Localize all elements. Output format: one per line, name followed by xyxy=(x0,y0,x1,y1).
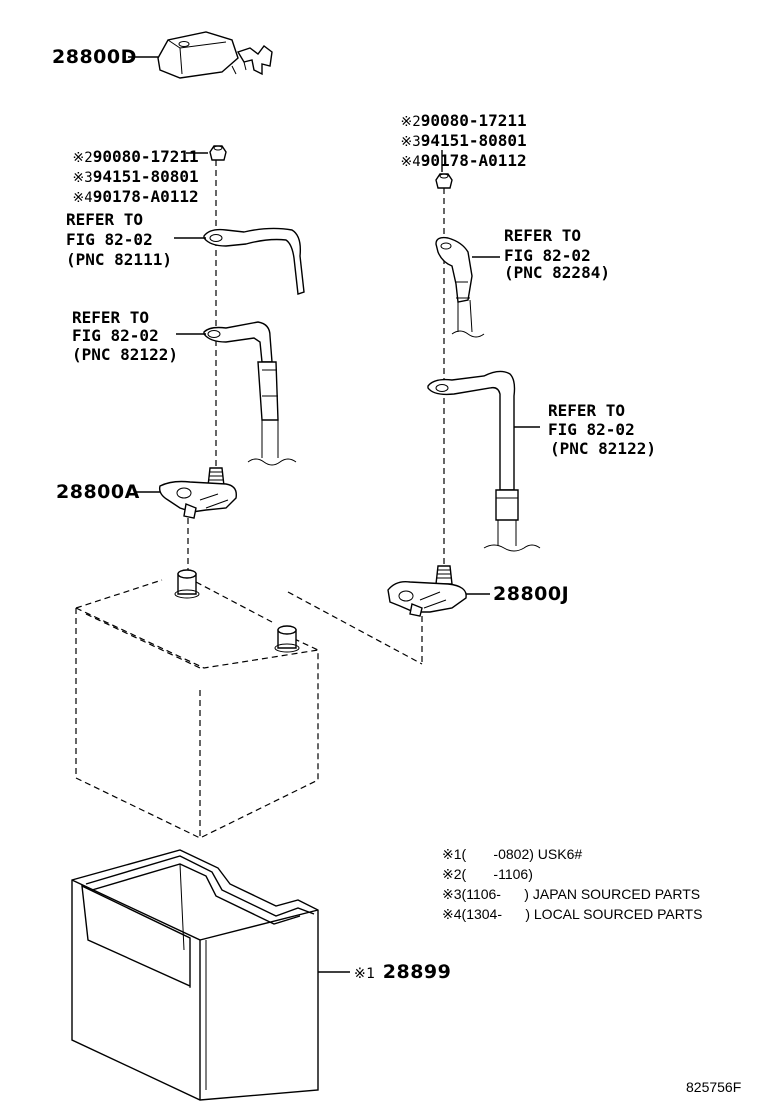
note-text: (1106- ) JAPAN SOURCED PARTS xyxy=(461,886,701,902)
ref-line: REFER TO xyxy=(72,308,150,327)
cable-end-82111 xyxy=(174,227,305,295)
ref-line: (PNC 82122) xyxy=(550,439,656,458)
left-fastener-row[interactable]: ※490178-A0112 xyxy=(34,168,199,225)
fastener-part-number: 90178-A0112 xyxy=(92,187,199,206)
terminal-28800J-illustration xyxy=(387,565,490,617)
ref-line: REFER TO xyxy=(504,226,582,245)
fastener-part-number: 94151-80801 xyxy=(420,131,527,150)
battery-tray-illustration xyxy=(71,849,350,1101)
note-text: ( -1106) xyxy=(461,866,533,882)
tray-callout[interactable]: ※1 28899 xyxy=(354,961,451,983)
ref-line: (PNC 82122) xyxy=(72,345,178,364)
battery-cover-illustration xyxy=(128,31,273,79)
right-fastener-row[interactable]: ※290080-17211 xyxy=(362,92,527,149)
figure-id: 825756F xyxy=(686,1079,742,1095)
right-nut-illustration xyxy=(435,173,453,189)
left-fastener-row[interactable]: ※290080-17211 xyxy=(34,128,199,185)
ref-line: FIG 82-02 xyxy=(504,246,591,265)
note-mark: ※1 xyxy=(442,846,462,862)
ref-line: REFER TO xyxy=(548,401,626,420)
note-mark: ※4 xyxy=(400,154,421,170)
terminal-negative-part-number[interactable]: 28800J xyxy=(493,583,570,605)
ref-line: (PNC 82284) xyxy=(504,263,610,282)
ref-line: (PNC 82111) xyxy=(66,250,172,269)
ref-line: FIG 82-02 xyxy=(72,326,159,345)
cable-end-82122-right xyxy=(427,370,541,552)
battery-illustration xyxy=(75,569,423,839)
note-text: ( -0802) USK6# xyxy=(461,846,583,862)
left-nut-illustration xyxy=(209,145,227,161)
legend-row: ※2( -1106) xyxy=(442,866,533,883)
fastener-part-number: 90080-17211 xyxy=(420,111,527,130)
right-fastener-row[interactable]: ※394151-80801 xyxy=(362,112,527,169)
note-text: (1304- ) LOCAL SOURCED PARTS xyxy=(461,906,703,922)
terminal-28800A-illustration xyxy=(134,467,237,519)
note-mark: ※3 xyxy=(400,134,421,150)
note-mark: ※3 xyxy=(72,170,93,186)
fastener-part-number: 94151-80801 xyxy=(92,167,199,186)
note-mark: ※2 xyxy=(72,150,93,166)
legend-row: ※1( -0802) USK6# xyxy=(442,846,582,863)
legend-row: ※3(1106- ) JAPAN SOURCED PARTS xyxy=(442,886,700,903)
fastener-part-number: 90178-A0112 xyxy=(420,151,527,170)
cable-end-82122-left xyxy=(176,321,297,466)
note-mark: ※3 xyxy=(442,886,462,902)
ref-line: FIG 82-02 xyxy=(548,420,635,439)
cover-part-number[interactable]: 28800D xyxy=(52,46,137,68)
right-fastener-row[interactable]: ※490178-A0112 xyxy=(362,132,527,189)
note-mark: ※1 xyxy=(354,966,376,982)
terminal-positive-part-number[interactable]: 28800A xyxy=(56,481,140,503)
note-mark: ※4 xyxy=(442,906,462,922)
fastener-part-number: 90080-17211 xyxy=(92,147,199,166)
note-mark: ※2 xyxy=(442,866,462,882)
ref-line: FIG 82-02 xyxy=(66,230,153,249)
left-fastener-row[interactable]: ※394151-80801 xyxy=(34,148,199,205)
note-mark: ※4 xyxy=(72,190,93,206)
legend-row: ※4(1304- ) LOCAL SOURCED PARTS xyxy=(442,906,702,923)
cable-end-82284 xyxy=(435,236,500,338)
ref-line: REFER TO xyxy=(66,210,144,229)
note-mark: ※2 xyxy=(400,114,421,130)
tray-part-number: 28899 xyxy=(382,961,452,983)
